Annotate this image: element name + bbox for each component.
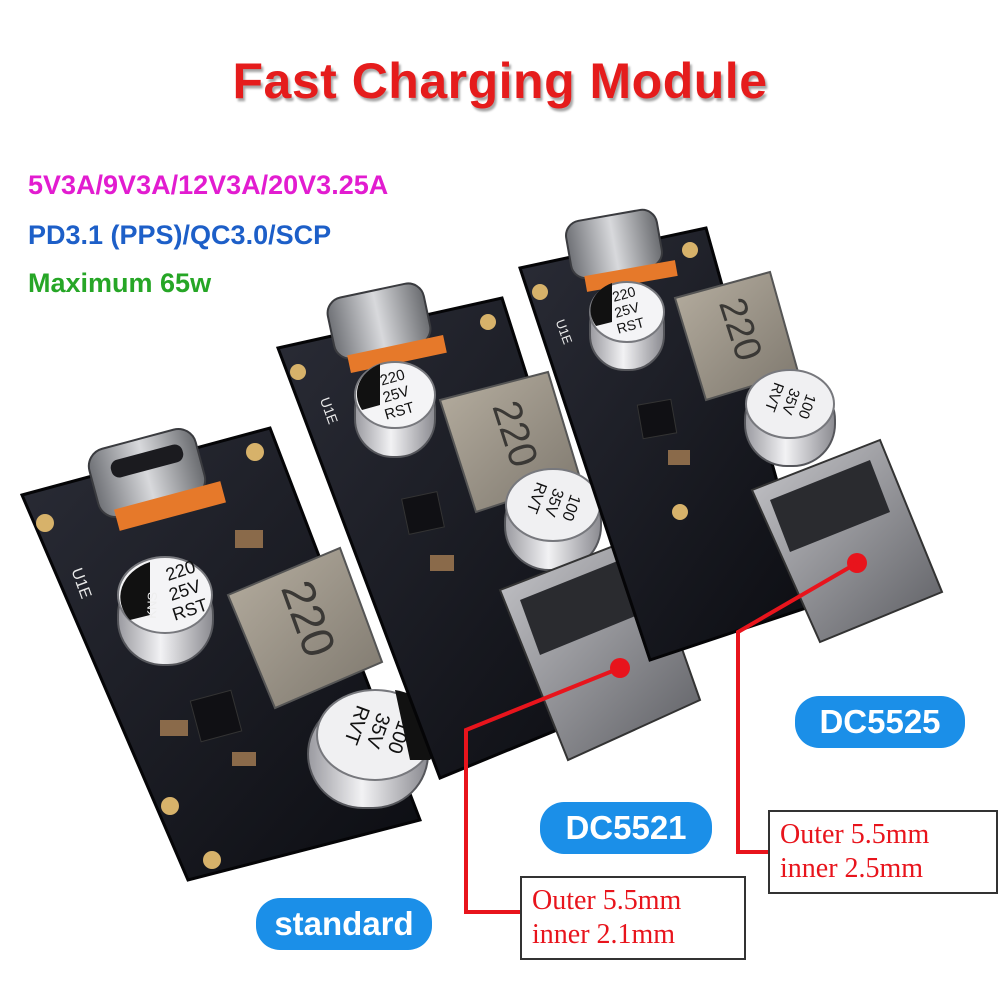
max-power-spec: Maximum 65w [28,268,212,298]
dc5525-inner: inner 2.5mm [780,853,924,884]
dc5521-label: DC5521 [540,802,712,854]
cap-small-line1: 220 [378,366,407,389]
capacitor-100uf-icon: 100 35V RVT [504,468,602,571]
page-title: Fast Charging Module [232,53,768,109]
inductor-icon: 220 [226,546,384,710]
dc5521-inner: inner 2.1mm [532,919,676,950]
protocol-spec: PD3.1 (PPS)/QC3.0/SCP [28,220,332,250]
capacitor-220uf-icon: 220 25V RST KNS [117,556,214,666]
board-dc5525: 220 25V RST 220 100 35V RVT [518,208,944,662]
callout-line-dc5525 [736,561,859,854]
cap-small-brand: KNS [144,591,160,619]
cap-small-line3: RST [615,314,647,337]
dc5521-dimension-box: Outer 5.5mm inner 2.1mm [520,876,746,960]
board-standard: 220 25V RST KNS 220 100 35V RVT U [19,426,441,882]
usb-c-port-icon [87,428,226,531]
board-dc5521: 220 25V RST 220 100 35V RVT [275,282,702,780]
standard-label: standard [256,898,432,950]
capacitor-220uf-icon: 220 25V RST [589,281,665,371]
dc5525-outer: Outer 5.5mm [780,819,930,850]
capacitor-220uf-icon: 220 25V RST [354,361,436,458]
cap-small-line1: 220 [610,283,637,305]
dc5521-outer: Outer 5.5mm [532,885,682,916]
inductor-icon: 220 [673,270,800,402]
dc5525-label: DC5525 [795,696,965,748]
voltage-spec: 5V3A/9V3A/12V3A/20V3.25A [28,170,389,200]
callout-line-dc5521 [464,666,621,914]
dc5525-dimension-box: Outer 5.5mm inner 2.5mm [768,810,998,894]
capacitor-100uf-icon: 100 35V RVT [744,369,836,467]
cap-small-line2: 25V [381,383,411,407]
dc-jack-5525-icon [750,438,944,644]
cap-small-line2: 25V [613,299,642,321]
